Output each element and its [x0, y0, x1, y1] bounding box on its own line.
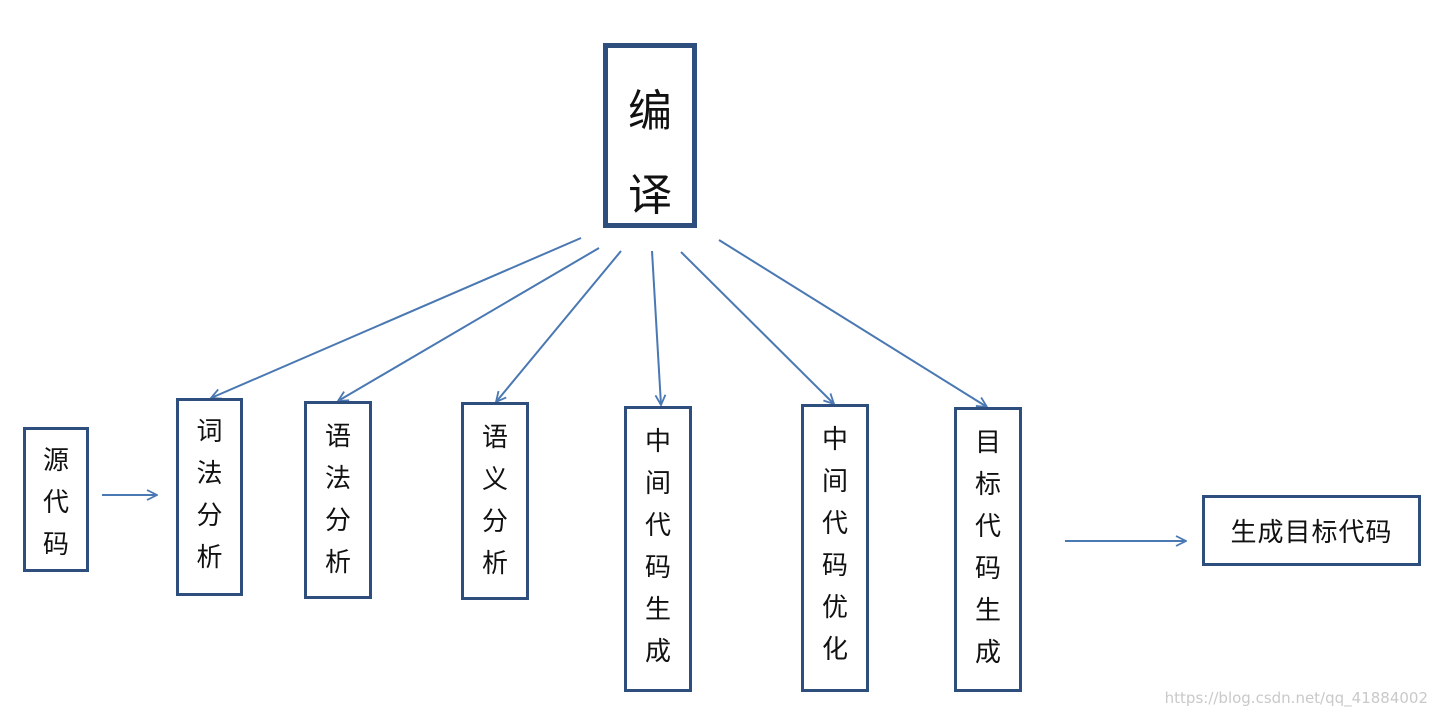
label-char: 中 — [821, 425, 848, 455]
arrow-to-ir-gen — [651, 250, 661, 405]
output-box: 生成目标代码 — [1202, 495, 1421, 566]
label-char: 间 — [821, 467, 848, 497]
label-char: 编 — [628, 86, 672, 137]
label-char: 优 — [821, 593, 848, 623]
label-char: 代 — [42, 488, 69, 518]
semantic-analysis-box: 语义分析 — [461, 402, 529, 600]
arrow-to-ir-opt — [680, 251, 834, 404]
label-char: 分 — [196, 501, 223, 531]
label-char: 源 — [42, 446, 69, 476]
label-char: 析 — [196, 543, 223, 573]
label-char: 法 — [324, 464, 351, 494]
compile-box: 编译 — [603, 43, 697, 228]
watermark: https://blog.csdn.net/qq_41884002 — [1164, 689, 1428, 707]
label-char: 分 — [481, 507, 508, 537]
arrow-to-target-gen — [718, 239, 987, 407]
label-char: 语 — [481, 423, 508, 453]
label-char: 析 — [324, 548, 351, 578]
arrow-to-lexical — [211, 237, 582, 398]
arrow-to-semantic — [496, 250, 622, 402]
lexical-analysis-box: 词法分析 — [176, 398, 243, 596]
label-char: 码 — [644, 553, 671, 583]
label-char: 码 — [821, 551, 848, 581]
target-code-generation-label: 目标代码生成 — [957, 422, 1019, 674]
label-char: 义 — [481, 465, 508, 495]
label-char: 代 — [821, 509, 848, 539]
label-char: 间 — [644, 469, 671, 499]
label-char: 成 — [644, 637, 671, 667]
semantic-analysis-label: 语义分析 — [464, 417, 526, 585]
ir-generation-box: 中间代码生成 — [624, 406, 692, 692]
label-char: 码 — [42, 530, 69, 560]
label-char: 成 — [974, 638, 1001, 668]
label-char: 化 — [821, 635, 848, 665]
lexical-analysis-label: 词法分析 — [179, 411, 240, 579]
label-char: 生 — [974, 596, 1001, 626]
label-char: 标 — [974, 470, 1001, 500]
source-code-label: 源代码 — [26, 440, 86, 566]
ir-generation-label: 中间代码生成 — [627, 421, 689, 673]
source-code-box: 源代码 — [23, 427, 89, 572]
label-char: 分 — [324, 506, 351, 536]
syntax-analysis-label: 语法分析 — [307, 416, 369, 584]
label-char: 中 — [644, 427, 671, 457]
label-char: 代 — [644, 511, 671, 541]
label-char: 代 — [974, 512, 1001, 542]
label-char: 码 — [974, 554, 1001, 584]
target-code-generation-box: 目标代码生成 — [954, 407, 1022, 692]
output-label: 生成目标代码 — [1230, 518, 1393, 548]
arrow-to-syntax — [338, 247, 600, 401]
ir-optimization-box: 中间代码优化 — [801, 404, 869, 692]
label-char: 生 — [644, 595, 671, 625]
ir-optimization-label: 中间代码优化 — [804, 419, 866, 671]
label-char: 析 — [481, 549, 508, 579]
label-char: 词 — [196, 417, 223, 447]
label-char: 语 — [324, 422, 351, 452]
compile-label: 编译 — [608, 70, 692, 238]
label-char: 译 — [628, 170, 672, 221]
syntax-analysis-box: 语法分析 — [304, 401, 372, 599]
label-char: 法 — [196, 459, 223, 489]
label-char: 目 — [974, 428, 1001, 458]
